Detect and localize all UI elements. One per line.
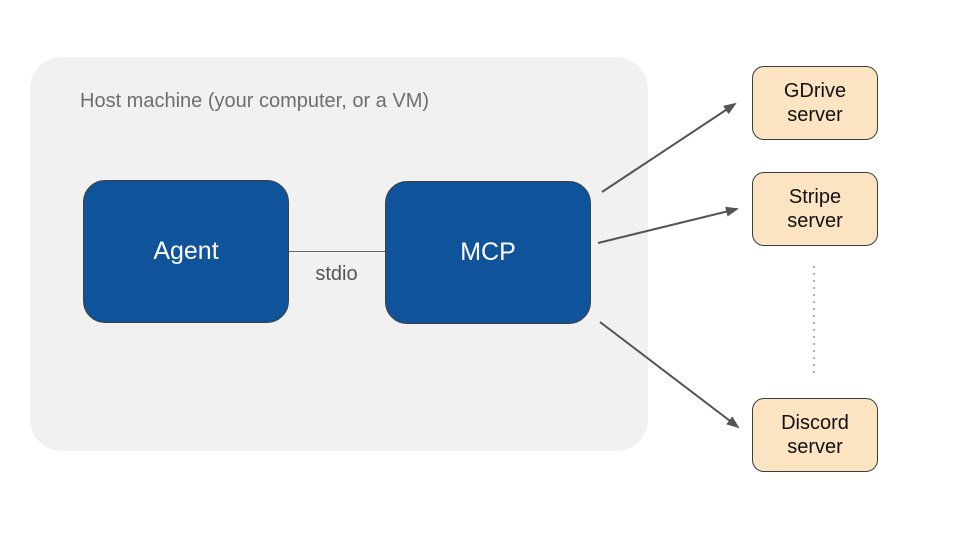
server-box-gdrive: GDrive server	[752, 66, 878, 140]
agent-node-label: Agent	[153, 237, 219, 265]
server-box-stripe: Stripe server	[752, 172, 878, 246]
host-machine-label: Host machine (your computer, or a VM)	[80, 90, 430, 112]
agent-node: Agent	[83, 180, 289, 323]
server-stripe-label: Stripe server	[787, 186, 843, 232]
agent-mcp-connector-line	[289, 251, 385, 252]
server-gdrive-label: GDrive server	[783, 80, 847, 126]
server-discord-label: Discord server	[781, 412, 849, 458]
more-servers-ellipsis-line	[813, 266, 815, 378]
host-machine-container: Host machine (your computer, or a VM) Ag…	[30, 57, 648, 451]
stdio-connection-label: stdio	[315, 263, 358, 285]
mcp-node: MCP	[385, 181, 591, 324]
server-box-discord: Discord server	[752, 398, 878, 472]
mcp-node-label: MCP	[460, 238, 516, 266]
